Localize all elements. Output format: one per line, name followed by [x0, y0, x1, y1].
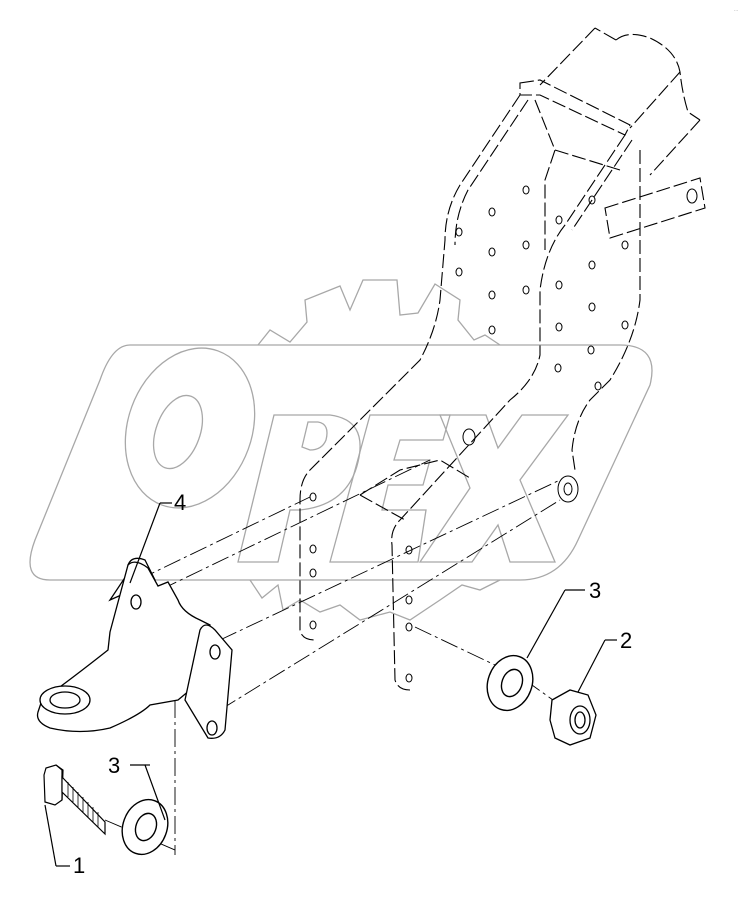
- callout-3-left: 3: [108, 753, 121, 778]
- towing-eye-bracket: [36, 557, 233, 739]
- corner-mark: ···: [734, 8, 738, 13]
- washer-parts: [121, 654, 534, 856]
- leader-lines: [44, 502, 617, 867]
- explosion-lines: [104, 459, 561, 855]
- bolt-part: [43, 764, 106, 836]
- callout-3-right: 3: [589, 578, 602, 603]
- nut-part: [549, 689, 597, 746]
- callout-2: 2: [620, 628, 633, 653]
- frame-chassis: [299, 27, 706, 691]
- frame-holes: [309, 185, 698, 683]
- callout-4: 4: [174, 490, 187, 515]
- callout-1: 1: [73, 853, 86, 878]
